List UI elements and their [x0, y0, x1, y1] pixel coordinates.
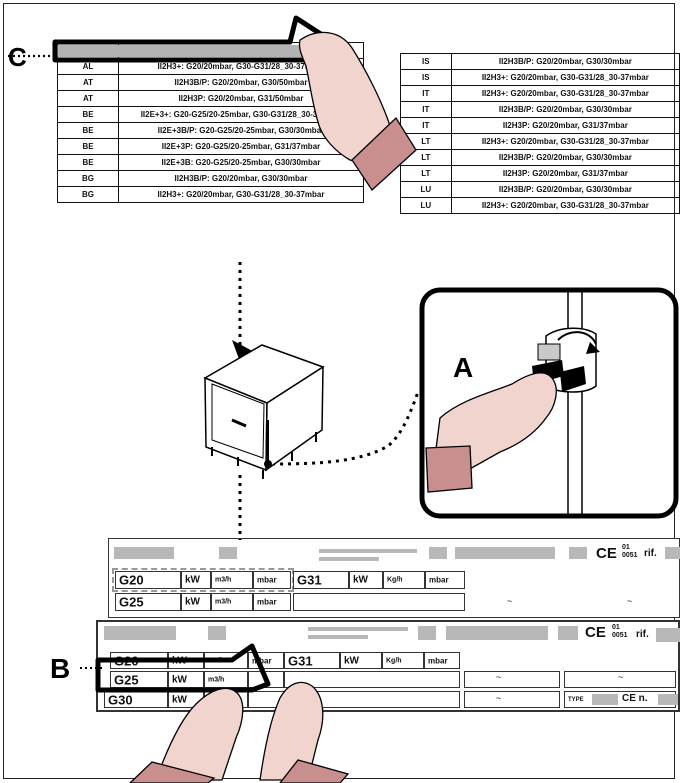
ce-n-label: CE n. — [622, 693, 648, 704]
plate-grey-field — [665, 547, 680, 559]
appliance-illustration — [203, 340, 325, 479]
kgh-cell: Kg/h — [383, 571, 425, 589]
kw-cell: kW — [181, 593, 211, 611]
plate-grey-field — [658, 694, 678, 705]
tilde-mark: ~ — [496, 672, 502, 682]
g25-label-cell: G25 — [115, 593, 181, 611]
empty-cell — [464, 671, 560, 688]
plate-grey-field — [308, 635, 368, 639]
callout-a: A — [453, 352, 474, 383]
g20-label-cell: G20 — [115, 571, 181, 589]
plate-grey-field — [429, 547, 447, 559]
rif-label: rif. — [644, 548, 657, 559]
plate-grey-field — [114, 547, 174, 559]
g31-label-cell: G31 — [293, 571, 349, 589]
tilde-mark: ~ — [618, 672, 624, 682]
m3h-cell: m3/h — [211, 571, 253, 589]
plate-grey-field — [219, 547, 237, 559]
empty-cell — [464, 691, 560, 708]
m3h-cell: m3/h — [211, 593, 253, 611]
detail-inset-valve — [419, 287, 679, 519]
kw-cell: kW — [349, 571, 383, 589]
callout-b: B — [50, 653, 71, 684]
mbar-cell: mbar — [253, 593, 291, 611]
plate-grey-field — [418, 626, 436, 640]
kgh-cell: Kg/h — [382, 652, 424, 669]
plate-grey-field — [319, 557, 379, 561]
ce-mark: CE — [585, 624, 606, 641]
mbar-cell: mbar — [253, 571, 291, 589]
kw-cell: kW — [181, 571, 211, 589]
plate-grey-field — [558, 626, 578, 640]
gas-category-cell: II2H3+: G20/20mbar, G30-G31/28_30-37mbar — [450, 197, 680, 214]
g31-label-cell: G31 — [284, 652, 340, 669]
g30-label-cell: G30 — [104, 691, 168, 708]
empty-cell — [293, 593, 465, 611]
plate-grey-field — [656, 628, 680, 642]
gas-category-cell: II2H3+: G20/20mbar, G30-G31/28_30-37mbar — [118, 186, 364, 203]
empty-cell — [284, 671, 460, 688]
hands-peeling-b — [129, 681, 350, 783]
plate-grey-field — [592, 694, 618, 705]
plate-grey-field — [455, 547, 555, 559]
ce-mark: CE — [596, 545, 617, 562]
plate-grey-field — [208, 626, 226, 640]
dotted-connector — [271, 391, 420, 466]
rif-label: rif. — [636, 629, 649, 640]
empty-cell — [564, 671, 676, 688]
callout-c: C — [8, 42, 27, 72]
mbar-cell: mbar — [424, 652, 460, 669]
g25-label-cell: G25 — [110, 671, 168, 688]
plate-grey-field — [319, 549, 417, 553]
plate-grey-field — [308, 627, 408, 631]
peeled-label-c — [52, 15, 333, 63]
tilde-mark: ~ — [507, 596, 513, 606]
removed-label-strip — [57, 45, 309, 57]
mbar-cell: mbar — [425, 571, 465, 589]
plate-grey-field — [104, 626, 176, 640]
tilde-mark: ~ — [496, 693, 502, 703]
kw-cell: kW — [340, 652, 382, 669]
tilde-mark: ~ — [627, 596, 633, 606]
peeled-label-b — [95, 643, 271, 693]
sleeve-cuff — [351, 116, 417, 191]
plate-grey-field — [446, 626, 548, 640]
plate-grey-field — [569, 547, 587, 559]
